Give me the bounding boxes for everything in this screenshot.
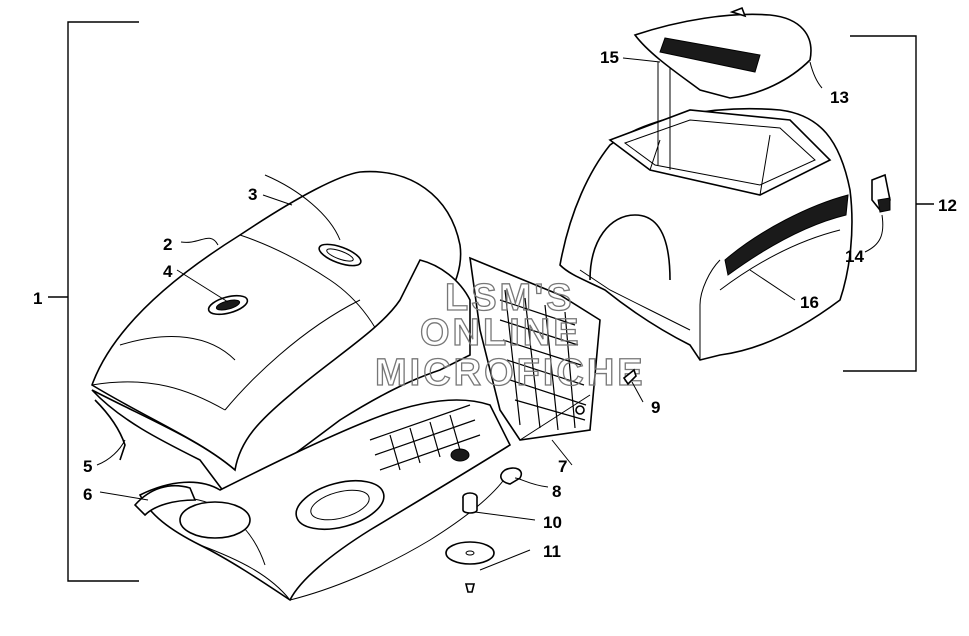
callout-16: 16 [800, 293, 819, 312]
callout-11: 11 [543, 542, 561, 561]
body-shell [91, 259, 512, 602]
floor-grille [369, 404, 481, 471]
callout-2: 2 [163, 235, 172, 254]
seat [91, 170, 462, 472]
watermark: LSM'S ONLINE MICROFICHE [374, 276, 646, 394]
callout-labels: 1 2 3 4 5 6 7 8 9 10 11 12 13 14 15 16 [33, 48, 957, 561]
washer-part-11 [445, 541, 495, 593]
callout-8: 8 [552, 482, 561, 501]
rear-grille-panel [469, 256, 601, 441]
watermark-line-3: MICROFICHE [375, 352, 646, 394]
bracket-assembly-12 [843, 35, 934, 372]
callout-5: 5 [83, 457, 92, 476]
callout-1: 1 [33, 289, 42, 308]
bumper-part-10 [462, 492, 478, 514]
callout-13: 13 [830, 88, 849, 107]
callout-6: 6 [83, 485, 92, 504]
callout-3: 3 [248, 185, 257, 204]
bracket-assembly-1 [48, 21, 139, 582]
storage-box [559, 107, 853, 361]
watermark-line-1: LSM'S [445, 277, 575, 319]
emblem-badge [207, 294, 249, 316]
leader-lines [96, 57, 884, 571]
hinge-bracket [871, 173, 891, 213]
screw-part-9 [622, 368, 637, 386]
callout-12: 12 [938, 196, 957, 215]
watermark-line-2: ONLINE [420, 312, 582, 354]
callout-10: 10 [543, 513, 562, 532]
clip-part-8 [500, 467, 523, 485]
side-trim-left [94, 399, 197, 517]
storage-lid [633, 6, 812, 99]
callout-9: 9 [651, 398, 660, 417]
callout-7: 7 [558, 457, 567, 476]
callout-14: 14 [845, 247, 864, 266]
callout-15: 15 [600, 48, 619, 67]
callout-4: 4 [163, 262, 173, 281]
